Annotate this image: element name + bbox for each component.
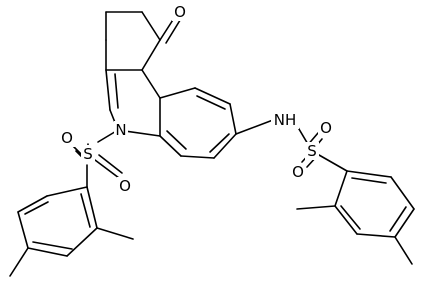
sulfonyl-oxygen-right-label: O [119,177,131,195]
cyclohexanone-ring [105,11,183,71]
sulfonyl-oxygen-top-label: O [320,119,332,137]
right-aryl-ring [296,170,415,265]
amide-nh-label: NH [274,111,297,129]
atom-labels: O N NH S O O S O O [59,3,334,195]
sulfonyl-oxygen-left-label: O [61,129,73,147]
indole-nitrogen-label: N [115,121,126,139]
sulfur-left-label: S [83,145,93,163]
sulfur-right-label: S [307,142,317,160]
carbazole-benzene-ring [159,87,237,159]
ketone-oxygen-label: O [174,3,186,21]
left-aryl-ring [9,186,134,277]
sulfonyl-oxygen-bottom-label: O [292,163,304,181]
